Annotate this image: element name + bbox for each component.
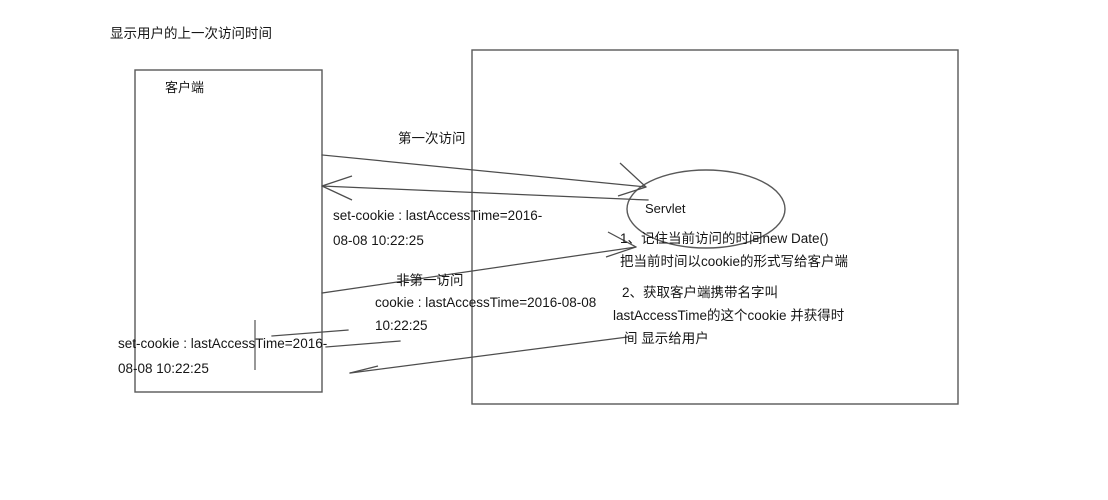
servlet-note-step2-line3: 间 显示给用户 bbox=[624, 330, 709, 346]
servlet-note-step2-line1: 2、获取客户端携带名字叫 bbox=[622, 284, 778, 300]
edge-label-not-first-visit: 非第一访问 bbox=[396, 272, 464, 288]
edge-label-set-cookie-response-line1: set-cookie : lastAccessTime=2016- bbox=[333, 208, 542, 223]
edge-label-set-cookie-response-line2: 08-08 10:22:25 bbox=[333, 233, 424, 248]
client-set-cookie-line2: 08-08 10:22:25 bbox=[118, 361, 209, 376]
servlet-ellipse: Servlet bbox=[626, 169, 786, 249]
client-box: 客户端 bbox=[134, 69, 323, 393]
server-box bbox=[471, 49, 959, 405]
edge-label-cookie-request-line1: cookie : lastAccessTime=2016-08-08 bbox=[375, 295, 596, 310]
edge-stub-client-bottom bbox=[271, 329, 401, 348]
edge-first-visit bbox=[321, 154, 647, 197]
diagram-title: 显示用户的上一次访问时间 bbox=[110, 25, 272, 41]
edge-label-first-visit: 第一次访问 bbox=[398, 130, 466, 146]
servlet-note-step2-line2: lastAccessTime的这个cookie 并获得时 bbox=[613, 307, 844, 323]
servlet-note-step1-line2: 把当前时间以cookie的形式写给客户端 bbox=[620, 253, 848, 269]
edge-not-first-visit bbox=[321, 231, 637, 294]
servlet-note-step1-line1: 1、记住当前访问的时间new Date() bbox=[620, 230, 829, 246]
edge-set-cookie-response bbox=[321, 175, 649, 201]
edge-set-cookie-client bbox=[349, 336, 629, 374]
edge-label-cookie-request-line2: 10:22:25 bbox=[375, 318, 428, 333]
client-box-label: 客户端 bbox=[165, 80, 204, 95]
servlet-ellipse-label: Servlet bbox=[645, 201, 686, 216]
client-set-cookie-line1: set-cookie : lastAccessTime=2016- bbox=[118, 336, 327, 351]
